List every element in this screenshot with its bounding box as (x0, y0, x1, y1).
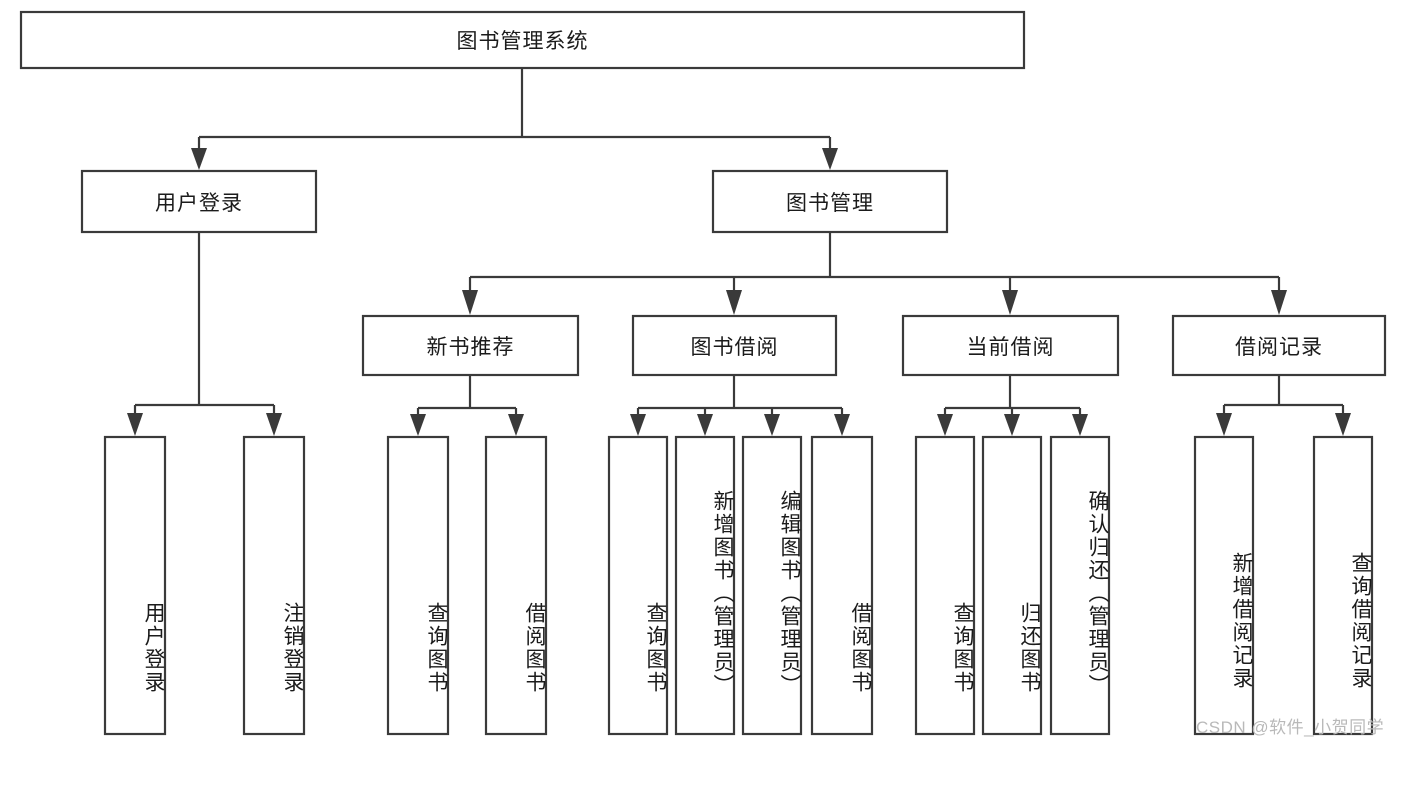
connector-new-book-recommend-to-leaves (410, 375, 524, 436)
node-leaf-query-record-box[interactable] (1312, 435, 1374, 736)
node-book-manage-box[interactable] (711, 169, 949, 234)
node-leaf-return-book-box[interactable] (981, 435, 1043, 736)
node-current-borrow-box[interactable] (901, 314, 1120, 377)
node-leaf-query-book-3-box[interactable] (914, 435, 976, 736)
diagram-svg (19, 10, 1387, 736)
diagram-canvas: 图书管理系统 用户登录 图书管理 新书推荐 图书借阅 当前借阅 借阅记录 用户登… (19, 10, 1387, 737)
node-book-borrow-box[interactable] (631, 314, 838, 377)
connector-borrow-record-to-leaves (1216, 375, 1351, 436)
node-leaf-query-book-2-box[interactable] (607, 435, 669, 736)
node-leaf-edit-book-box[interactable] (741, 435, 803, 736)
csdn-watermark: CSDN @软件_小贺同学 (1196, 718, 1385, 737)
node-user-login-box[interactable] (80, 169, 318, 234)
connector-book-manage-to-level3 (462, 232, 1287, 315)
node-leaf-borrow-book-2-box[interactable] (810, 435, 874, 736)
connector-book-borrow-to-leaves (630, 375, 850, 436)
connector-root-to-level2 (191, 68, 838, 170)
node-leaf-add-record-box[interactable] (1193, 435, 1255, 736)
node-leaf-user-login-box[interactable] (103, 435, 167, 736)
connector-user-login-to-leaves (127, 232, 282, 436)
node-leaf-add-book-box[interactable] (674, 435, 736, 736)
node-new-book-recommend-box[interactable] (361, 314, 580, 377)
node-leaf-logout-login-box[interactable] (242, 435, 306, 736)
node-leaf-confirm-return-box[interactable] (1049, 435, 1111, 736)
node-root-box[interactable] (19, 10, 1026, 70)
node-borrow-record-box[interactable] (1171, 314, 1387, 377)
node-leaf-borrow-book-1-box[interactable] (484, 435, 548, 736)
node-leaf-query-book-1-box[interactable] (386, 435, 450, 736)
connector-current-borrow-to-leaves (937, 375, 1088, 436)
